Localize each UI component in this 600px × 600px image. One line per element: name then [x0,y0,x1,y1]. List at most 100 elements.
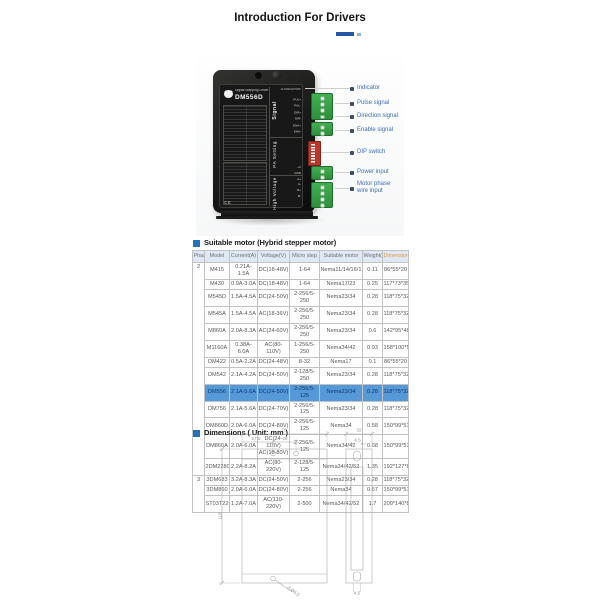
table-cell: 86*55*20 [382,356,409,368]
title-underline-accent [336,32,354,36]
motor-table-head-row: PhaseModelCurrent(A)Voltage(V)Micro step… [192,250,409,263]
table-cell: DC(24-50V) [257,366,290,385]
table-cell: 2.1A-4.2A [229,366,258,385]
callout-line [321,152,350,153]
table-cell: 2-256/5-125 [289,383,320,402]
table-cell: 200*140*80 [382,495,409,514]
table-cell: 2.0A-8.3A [229,322,258,341]
column-header: Model [204,250,230,263]
pin-label: +V [297,165,301,169]
pin-label: DIR- [294,117,301,121]
pin-label: ENA+ [293,124,301,128]
faceplate-divider [269,175,302,176]
table-cell: 2-256/5-125 [289,417,320,436]
section-bullet-icon [193,240,200,247]
indicator-led-label: ALM/RUN/PWR [280,88,301,91]
ce-mark: CE [224,200,232,205]
dimensions-drawing: 75 27.5 28 118 3-Ø4.5 32 4.5 4.5 [218,428,375,597]
table-cell: DM422 [204,356,230,368]
callout-direction-signal: Direction signal [357,112,399,119]
spec-table-print [223,105,267,161]
dim-slot-width: 4.5 [354,438,361,443]
table-cell: 0.25 [362,278,383,290]
motor-section-heading: Suitable motor (Hybrid stepper motor) [204,238,337,247]
motor-table: PhaseModelCurrent(A)Voltage(V)Micro step… [192,250,409,514]
table-cell: 2.1A-5.6A [229,400,258,419]
table-cell: 0.1 [362,356,383,368]
table-cell: 118*75*32 [382,288,409,307]
table-cell: 2-256/5-125 [289,400,320,419]
table-cell: DM756 [204,400,230,419]
pin-label: A+ [297,177,301,181]
table-cell: Nema34 [319,417,363,436]
callout-bullet-icon [350,86,354,91]
side-heatsink [350,466,364,571]
table-cell: DC(24-48V) [257,356,290,368]
table-cell: M1160A [204,339,230,358]
driver-model-label: DM556D [235,94,264,101]
table-cell: 118*75*32 [382,400,409,419]
table-cell: 2-256/5-250 [289,305,320,324]
table-cell: Nema23/34 [319,400,363,419]
column-header: Weight(kg) [362,250,383,263]
table-cell: 0.93 [362,339,383,358]
dip-switch-toggles [311,144,315,163]
mount-hole [270,450,276,457]
table-cell: 1-256/5-250 [289,339,320,358]
front-view-outline [241,448,328,584]
dims-section-heading: Dimensions ( Unit: mm ) [204,428,288,437]
table-cell: DC(18-48V) [257,261,290,280]
table-cell: 1-64 [289,261,320,280]
table-cell: M415 [204,261,230,280]
pin-label: ENA- [293,130,301,134]
dim-bottom-slot: 4.5 [354,591,361,596]
callout-bullet-icon [350,150,354,155]
table-cell: 0.28 [362,288,383,307]
table-cell: 86*55*20 [382,261,409,280]
table-cell: 150*99*51 [382,417,409,436]
table-cell: Nema11/14/16/17 [319,261,363,280]
callout-bullet-icon [350,114,354,119]
table-cell: 117*73*35 [382,278,409,290]
pin-label: B+ [297,189,301,193]
callout-line [305,88,350,89]
driver-top-knob-icon [272,71,281,79]
table-cell: DM542 [204,366,230,385]
callout-indicator: Indicator [357,84,381,91]
table-cell: 2-128/5-250 [289,366,320,385]
enable-terminal-block [311,122,333,136]
table-cell: AC(80-110V) [257,339,290,358]
callout-enable-signal: Enable signal [357,126,394,133]
table-cell: 2-256/5-250 [289,322,320,341]
driver-faceplate: Digital Stepping Driver DM556D ALM/RUN/P… [219,84,303,210]
table-cell: Nema23/34 [319,366,363,385]
callout-bullet-icon [350,101,354,106]
pin-label: GND [294,171,301,175]
table-cell: AC(24-60V) [257,322,290,341]
dip-switch [308,141,321,166]
pa-setting-section-label: PA Setting [272,141,277,168]
callout-motor-phase: Motor phase wire input [357,181,391,194]
dim-hole-offset: 27.5 [252,436,261,441]
pin-label: B- [298,194,301,198]
table-cell: 0.5A-2.2A [229,356,258,368]
table-cell: 0.28 [362,400,383,419]
mount-hole [293,450,299,457]
side-slot [353,450,361,462]
table-cell: Nema34/42 [319,339,363,358]
table-cell: 1.5A-4.5A [229,305,258,324]
brand-panda-logo-icon [224,90,233,98]
table-cell: 0.28 [362,305,383,324]
side-view-outline [345,448,373,584]
pin-label: A- [298,183,301,187]
table-cell: AC(18-36V) [257,305,290,324]
title-underline-dot [357,33,361,36]
